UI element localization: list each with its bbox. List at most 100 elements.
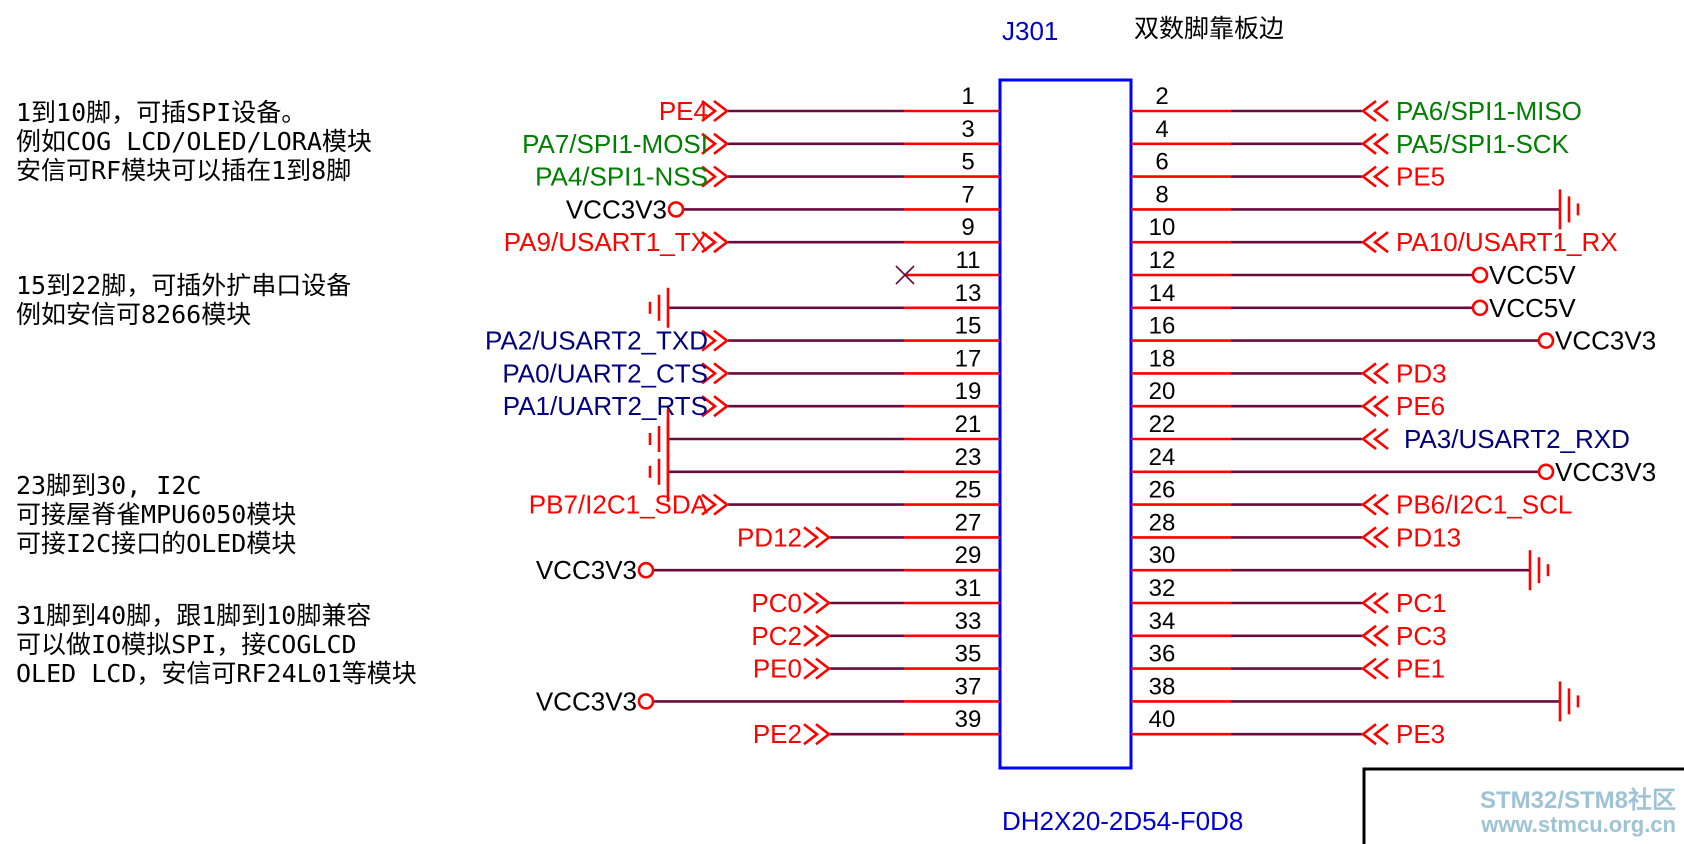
pin-11-number: 11 (956, 247, 981, 274)
pin-16-number: 16 (1149, 313, 1176, 340)
pin-2-port-icon (1360, 99, 1377, 123)
pin-37-number: 37 (955, 673, 982, 700)
pin-33-number: 33 (955, 608, 982, 635)
pin-34-port-icon (1360, 624, 1377, 647)
pin-5-port-icon (713, 165, 730, 188)
pin-14-power-icon (1471, 299, 1489, 317)
pin-28-net-label: PD13 (1396, 522, 1461, 552)
pin-29-net-label: VCC3V3 (536, 555, 637, 585)
note-4-line-1: 31脚到40脚，跟1脚到10脚兼容 (16, 601, 371, 630)
pin-19-number: 19 (955, 378, 982, 405)
note-3-line-1: 23脚到30, I2C (16, 471, 201, 500)
connector-note: 双数脚靠板边 (1134, 14, 1284, 43)
pin-36-number: 36 (1149, 641, 1176, 668)
pin-4-port-icon (1360, 132, 1377, 155)
pin-18-number: 18 (1149, 345, 1176, 372)
pin-15-net-label: PA2/USART2_TXD (485, 326, 708, 356)
pin-24-power-icon (1537, 463, 1555, 481)
pin-40-port-icon (1372, 723, 1389, 746)
note-1-line-2: 例如COG LCD/OLED/LORA模块 (16, 127, 372, 156)
pin-40-net-label: PE3 (1396, 719, 1445, 749)
pin-38-number: 38 (1149, 673, 1176, 700)
pin-6-port-icon (1372, 165, 1389, 188)
pin-34-net-label: PC3 (1396, 621, 1447, 651)
pin-3-number: 3 (961, 116, 974, 143)
pin-29-power-icon (637, 561, 655, 579)
pin-24-number: 24 (1149, 444, 1176, 471)
pin-40-port-icon (1360, 723, 1377, 746)
pin-33-port-icon (815, 624, 832, 647)
pin-39-port-icon (815, 723, 832, 746)
note-4-line-2: 可以做IO模拟SPI，接COGLCD (16, 630, 357, 659)
pin-23-number: 23 (955, 444, 982, 471)
pin-20-net-label: PE6 (1396, 391, 1445, 421)
pin-1-net-label: PE4 (659, 96, 708, 126)
pin-25-port-icon (713, 493, 730, 516)
pin-17-number: 17 (955, 345, 982, 372)
pin-3-net-label: PA7/SPI1-MOSI (522, 129, 708, 159)
pin-13-number: 13 (955, 280, 982, 307)
pin-34-port-icon (1372, 624, 1389, 647)
pin-18-port-icon (1360, 362, 1377, 385)
pin-6-net-label: PE5 (1396, 162, 1445, 192)
pin-15-number: 15 (955, 313, 982, 340)
pin-30-number: 30 (1149, 542, 1176, 569)
pin-2-port-icon (1372, 99, 1389, 123)
pin-20-port-icon (1360, 395, 1377, 418)
pin-10-net-label: PA10/USART1_RX (1396, 227, 1618, 257)
pin-15-port-icon (701, 329, 718, 352)
pin-26-net-label: PB6/I2C1_SCL (1396, 490, 1572, 520)
pin-12-number: 12 (1149, 247, 1176, 274)
pin-31-number: 31 (955, 575, 982, 602)
pin-29-number: 29 (955, 542, 982, 569)
pin-32-number: 32 (1149, 575, 1176, 602)
note-2-line-2: 例如安信可8266模块 (16, 300, 251, 329)
pin-22-number: 22 (1149, 411, 1176, 438)
title-block-frame (1362, 767, 1684, 844)
pin-10-number: 10 (1149, 214, 1176, 241)
pin-31-port-icon (815, 591, 832, 615)
pin-10-port-icon (1372, 231, 1389, 254)
pin-17-port-icon (701, 362, 718, 385)
pin-2-net-label: PA6/SPI1-MISO (1396, 96, 1582, 126)
pin-27-number: 27 (955, 509, 982, 536)
pin-35-port-icon (815, 657, 832, 680)
note-3-line-2: 可接屋脊雀MPU6050模块 (16, 500, 296, 529)
pin-7-number: 7 (961, 181, 974, 208)
pin-27-net-label: PD12 (737, 522, 802, 552)
pin-24-net-label: VCC3V3 (1555, 457, 1656, 487)
note-1-line-1: 1到10脚，可插SPI设备。 (16, 98, 306, 127)
pin-32-port-icon (1372, 591, 1389, 615)
note-3-line-3: 可接I2C接口的OLED模块 (16, 529, 296, 558)
pin-22-net-label: PA3/USART2_RXD (1404, 424, 1630, 454)
pin-7-power-icon (667, 201, 685, 218)
pin-14-net-label: VCC5V (1489, 293, 1576, 323)
pin-4-port-icon (1372, 132, 1389, 155)
pin-31-net-label: PC0 (751, 588, 802, 618)
pin-26-port-icon (1372, 493, 1389, 516)
pin-15-port-icon (713, 329, 730, 352)
pin-14-number: 14 (1149, 280, 1176, 307)
pin-28-port-icon (1360, 526, 1377, 549)
pin-27-port-icon (815, 526, 832, 549)
pin-25-port-icon (701, 493, 718, 516)
pin-9-port-icon (713, 231, 730, 254)
pin-32-port-icon (1360, 591, 1377, 615)
pin-9-number: 9 (961, 214, 974, 241)
connector-part: DH2X20-2D54-F0D8 (1002, 806, 1243, 836)
pin-37-net-label: VCC3V3 (536, 686, 637, 716)
connector-ref: J301 (1002, 16, 1058, 46)
pin-18-port-icon (1372, 362, 1389, 385)
pin-11-nc-icon (895, 265, 915, 285)
pin-34-number: 34 (1149, 608, 1176, 635)
pin-1-port-icon (701, 99, 718, 123)
pin-3-port-icon (713, 132, 730, 155)
pin-21-number: 21 (955, 411, 982, 438)
pin-10-port-icon (1360, 231, 1377, 254)
pin-19-port-icon (701, 395, 718, 418)
note-4-line-3: OLED LCD，安信可RF24L01等模块 (16, 659, 417, 688)
pin-19-port-icon (713, 395, 730, 418)
note-1-line-3: 安信可RF模块可以插在1到8脚 (16, 156, 351, 185)
pin-35-port-icon (803, 657, 820, 680)
pin-12-power-icon (1471, 266, 1489, 284)
